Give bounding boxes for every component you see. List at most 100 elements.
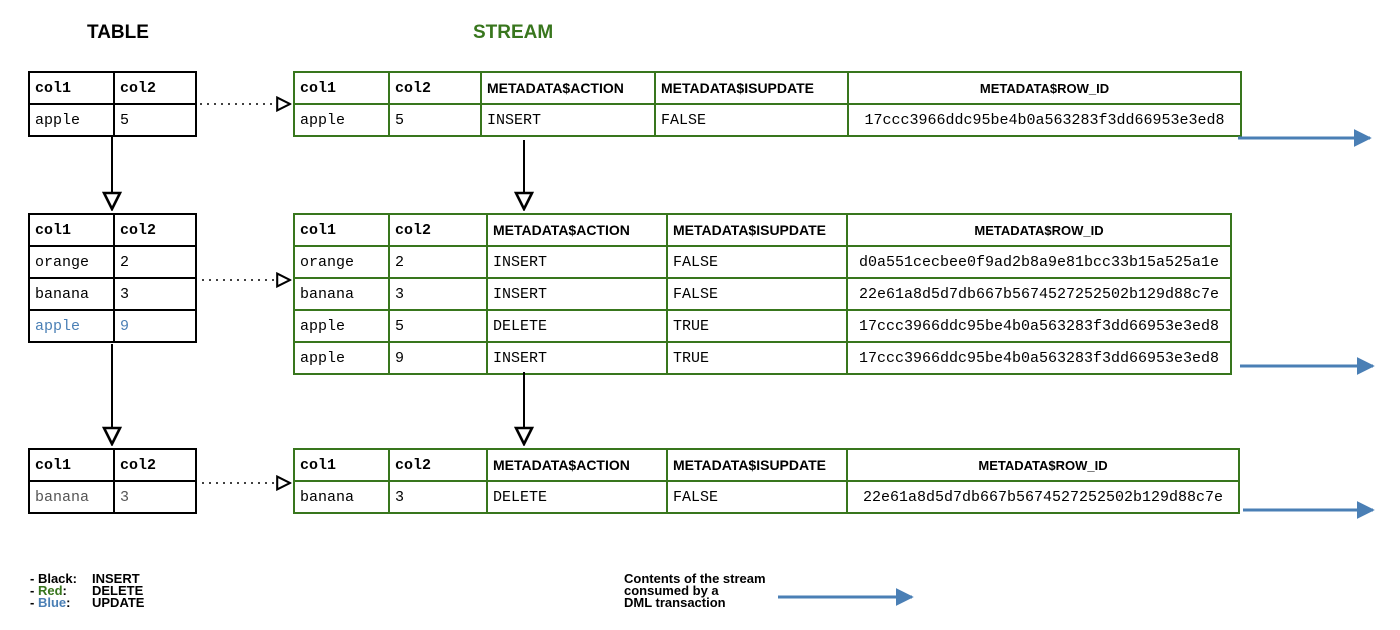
column-header: col2 — [113, 448, 197, 482]
stream-cell: TRUE — [666, 309, 848, 343]
stream-cell: 2 — [388, 245, 488, 279]
stream-cell: 17ccc3966ddc95be4b0a563283f3dd66953e3ed8 — [846, 309, 1232, 343]
column-header: col1 — [28, 71, 115, 105]
column-header: METADATA$ISUPDATE — [666, 448, 848, 482]
legend-value: UPDATE — [92, 595, 145, 610]
stream-cell: FALSE — [654, 103, 849, 137]
stream-cell: apple — [293, 309, 390, 343]
column-header: col1 — [293, 448, 390, 482]
table-cell: 2 — [113, 245, 197, 279]
column-header: col1 — [293, 213, 390, 247]
column-header: col2 — [113, 213, 197, 247]
legend-key: - Black: — [30, 571, 77, 586]
column-header: METADATA$ACTION — [486, 213, 668, 247]
stream-cell: DELETE — [486, 309, 668, 343]
column-header: col1 — [293, 71, 390, 105]
table-cell: 5 — [113, 103, 197, 137]
column-header: col2 — [388, 448, 488, 482]
table-cell: banana — [28, 480, 115, 514]
legend-color-word: Red — [37, 583, 63, 598]
table-cell: banana — [28, 277, 115, 311]
column-header: col2 — [388, 213, 488, 247]
legend-value: DELETE — [92, 583, 144, 598]
stream-cell: FALSE — [666, 277, 848, 311]
legend-item: - Black: INSERT — [30, 571, 144, 586]
stream-cell: DELETE — [486, 480, 668, 514]
stream-cell: TRUE — [666, 341, 848, 375]
stream-cell: 5 — [388, 103, 482, 137]
legend-item: - Red: DELETE — [30, 583, 144, 598]
stream-cell: 17ccc3966ddc95be4b0a563283f3dd66953e3ed8 — [846, 341, 1232, 375]
stream-cell: INSERT — [486, 277, 668, 311]
stream-cell: INSERT — [486, 245, 668, 279]
consumed-legend-line: DML transaction — [624, 595, 726, 610]
stream-heading: STREAM — [473, 22, 554, 43]
column-header: col2 — [388, 71, 482, 105]
stream-cell: 17ccc3966ddc95be4b0a563283f3dd66953e3ed8 — [847, 103, 1242, 137]
legend-value: INSERT — [92, 571, 140, 586]
column-header: col2 — [113, 71, 197, 105]
table-heading: TABLE — [87, 22, 149, 43]
consumed-legend-line: consumed by a — [624, 583, 719, 598]
table-cell: apple — [28, 103, 115, 137]
table-cell: apple — [28, 309, 115, 343]
consumed-legend-line: Contents of the stream — [624, 571, 766, 586]
stream-cell: INSERT — [480, 103, 656, 137]
stream-cell: d0a551cecbee0f9ad2b8a9e81bcc33b15a525a1e — [846, 245, 1232, 279]
column-header: METADATA$ROW_ID — [846, 213, 1232, 247]
legend-key: - Blue: — [30, 595, 71, 610]
stream-cell: 22e61a8d5d7db667b5674527252502b129d88c7e — [846, 277, 1232, 311]
legend-color-word: Blue — [37, 595, 67, 610]
legend-item: - Blue: UPDATE — [30, 595, 145, 610]
stream-cell: 9 — [388, 341, 488, 375]
column-header: col1 — [28, 213, 115, 247]
column-header: METADATA$ISUPDATE — [666, 213, 848, 247]
stream-cell: 3 — [388, 277, 488, 311]
column-header: col1 — [28, 448, 115, 482]
table-cell: 3 — [113, 480, 197, 514]
stream-cell: apple — [293, 103, 390, 137]
stream-cell: orange — [293, 245, 390, 279]
stream-cell: 22e61a8d5d7db667b5674527252502b129d88c7e — [846, 480, 1240, 514]
column-header: METADATA$ACTION — [480, 71, 656, 105]
legend-key: - Red: — [30, 583, 67, 598]
table-cell: 9 — [113, 309, 197, 343]
column-header: METADATA$ROW_ID — [847, 71, 1242, 105]
stream-cell: 5 — [388, 309, 488, 343]
stream-cell: FALSE — [666, 245, 848, 279]
stream-cell: 3 — [388, 480, 488, 514]
stream-cell: FALSE — [666, 480, 848, 514]
column-header: METADATA$ACTION — [486, 448, 668, 482]
stream-cell: banana — [293, 277, 390, 311]
stream-cell: apple — [293, 341, 390, 375]
stream-cell: INSERT — [486, 341, 668, 375]
table-cell: 3 — [113, 277, 197, 311]
column-header: METADATA$ROW_ID — [846, 448, 1240, 482]
stream-cell: banana — [293, 480, 390, 514]
column-header: METADATA$ISUPDATE — [654, 71, 849, 105]
table-cell: orange — [28, 245, 115, 279]
